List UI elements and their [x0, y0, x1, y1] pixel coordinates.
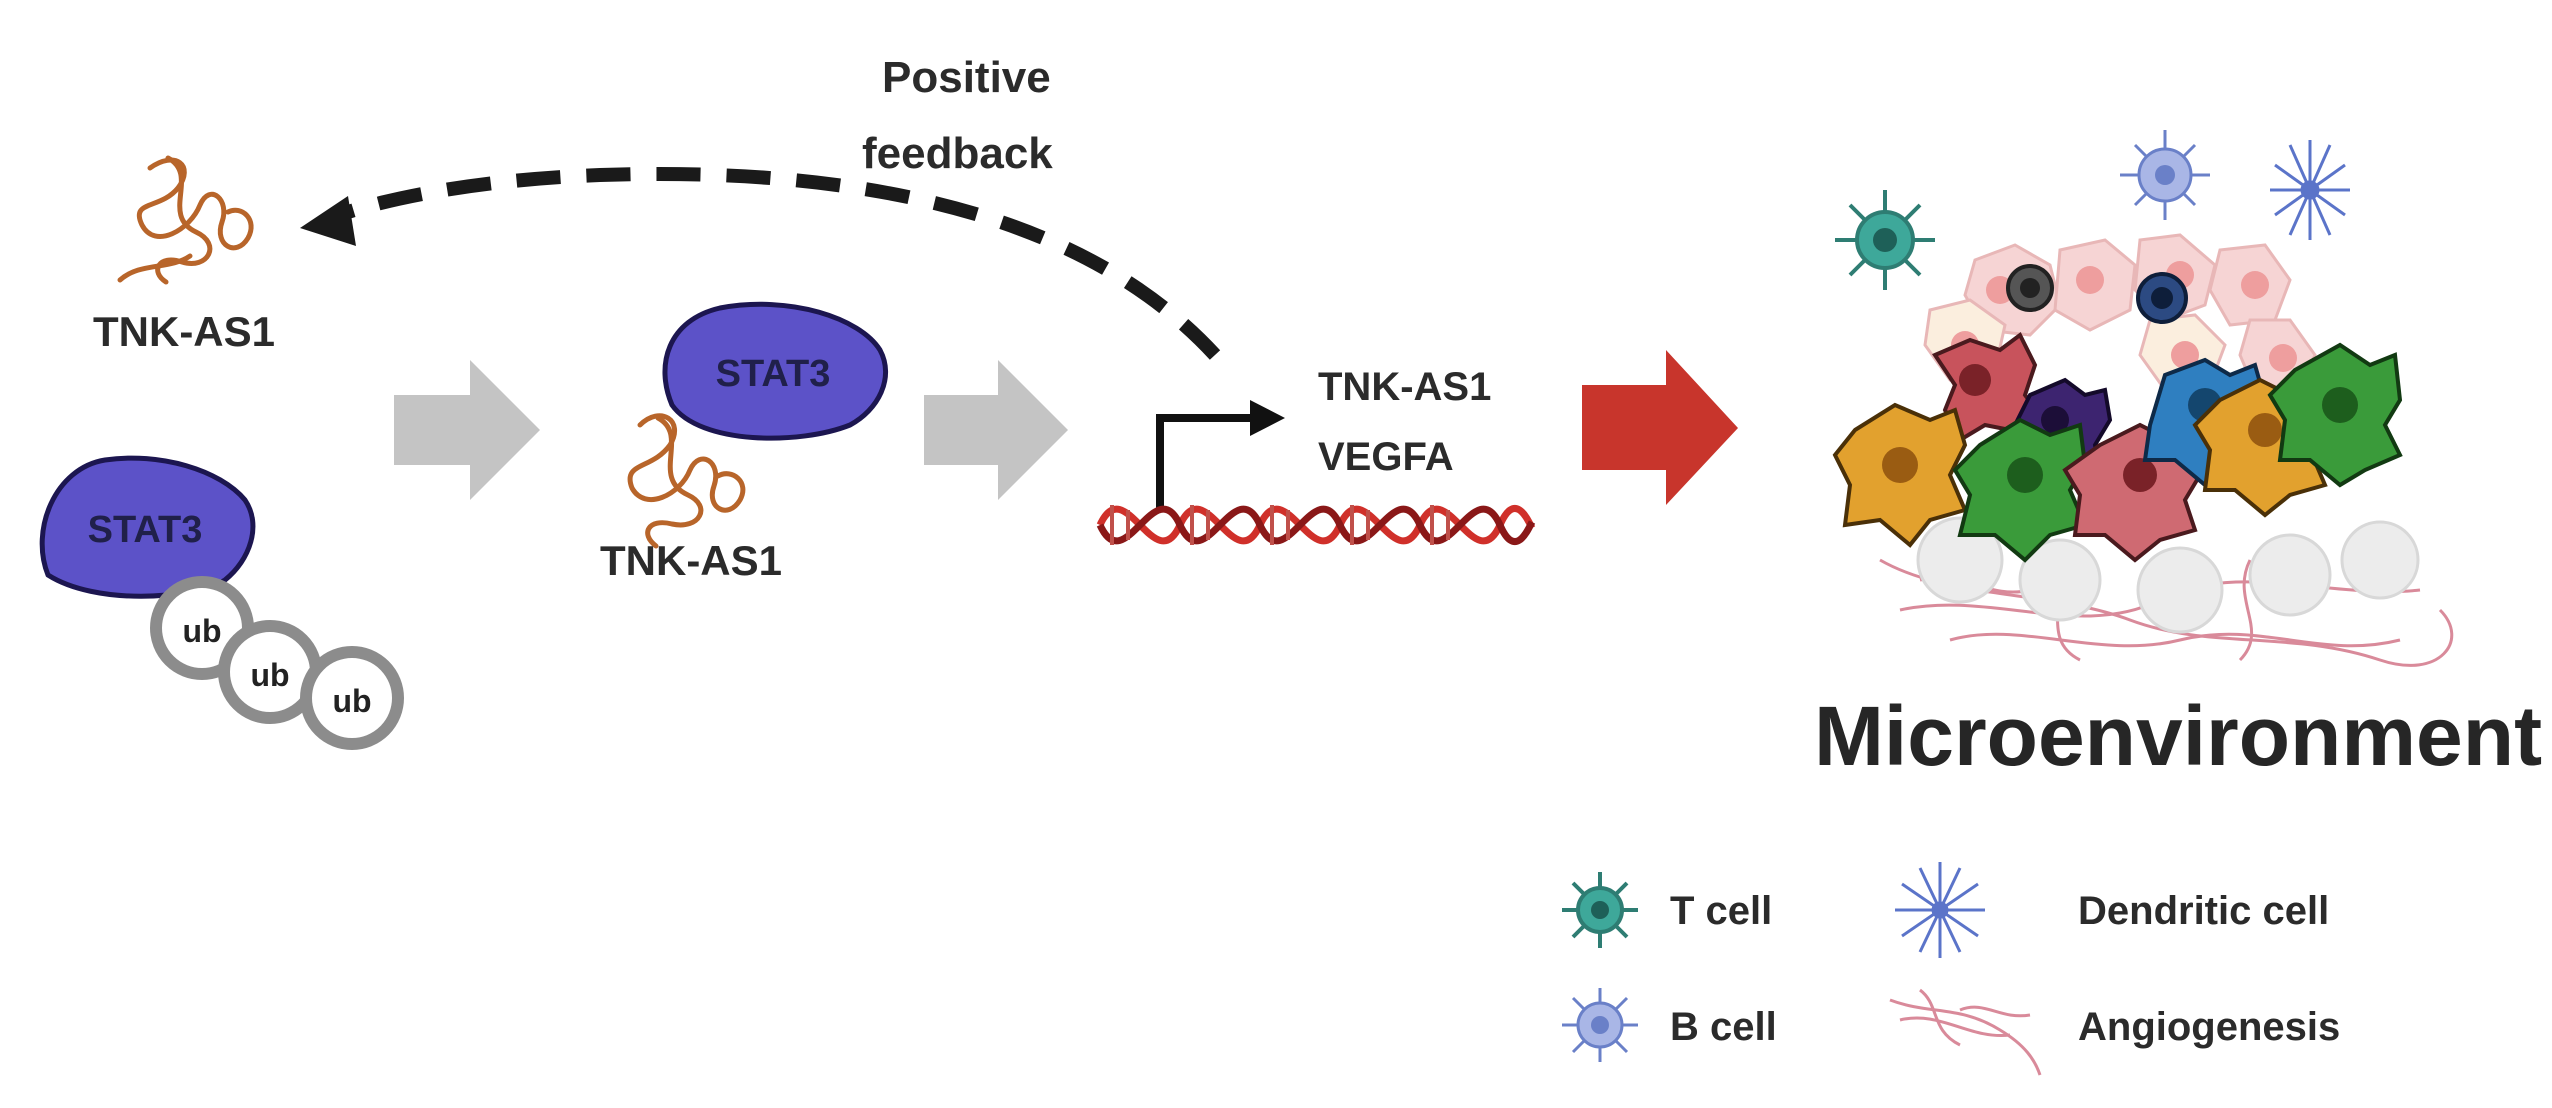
- stat3-middle-label: STAT3: [716, 353, 831, 395]
- transcription-start-arrow: [1156, 400, 1285, 508]
- ubiquitin-chain: ub ub ub: [150, 576, 404, 750]
- stat3-middle-protein: STAT3: [662, 301, 888, 441]
- macrophage-orange-left: [1832, 402, 1968, 548]
- cluster-lymphocyte-navy: [2136, 272, 2188, 324]
- stat3-left-protein: STAT3: [39, 455, 256, 599]
- legend-t-cell-icon: [1562, 872, 1638, 948]
- ubiquitin-3: [300, 646, 404, 750]
- legend-t-cell-label: T cell: [1670, 889, 1772, 933]
- ubiquitin-3-label: ub: [332, 683, 371, 719]
- gene-label-line1: TNK-AS1: [1318, 365, 1491, 409]
- feedback-label-line2: feedback: [862, 129, 1053, 178]
- legend-b-cell-label: B cell: [1670, 1005, 1777, 1049]
- legend: T cell B cell Dendritic cell Angiogenesi…: [1562, 862, 2340, 1076]
- legend-dendritic-cell-label: Dendritic cell: [2078, 889, 2329, 933]
- ubiquitin-2-label: ub: [250, 657, 289, 693]
- macrophage-green-left: [1952, 417, 2088, 563]
- red-arrow: [1582, 350, 1738, 505]
- rna-middle-label: TNK-AS1: [600, 537, 782, 584]
- cluster-t-cell: [1835, 190, 1935, 290]
- legend-dendritic-cell-icon: [1895, 862, 1985, 958]
- stat3-left-label: STAT3: [88, 509, 203, 551]
- ubiquitin-1-label: ub: [182, 613, 221, 649]
- cluster-dendritic-cell: [2270, 140, 2350, 240]
- gray-arrow-1: [394, 360, 540, 500]
- feedback-label-line1: Positive: [882, 53, 1051, 102]
- legend-b-cell-icon: [1562, 988, 1638, 1062]
- macrophage-red: [1932, 331, 2044, 443]
- microenvironment-illustration: [1832, 130, 2454, 667]
- rna-left-label: TNK-AS1: [93, 308, 275, 355]
- gray-arrow-2: [924, 360, 1068, 500]
- rna-squiggle-middle: [627, 413, 746, 549]
- dna-helix: [1096, 505, 1536, 545]
- gene-label-line2: VEGFA: [1318, 435, 1454, 479]
- microenvironment-title: Microenvironment: [1814, 689, 2542, 783]
- positive-feedback-arrow: [300, 167, 1221, 360]
- legend-angiogenesis-icon: [1889, 988, 2042, 1076]
- background-cells: [1916, 516, 2420, 634]
- cluster-lymphocyte-gray: [2006, 264, 2054, 312]
- legend-angiogenesis-label: Angiogenesis: [2078, 1005, 2340, 1049]
- cluster-b-cell: [2120, 130, 2210, 220]
- macrophage-green-right: [2267, 342, 2403, 488]
- rna-squiggle-left: [117, 155, 254, 285]
